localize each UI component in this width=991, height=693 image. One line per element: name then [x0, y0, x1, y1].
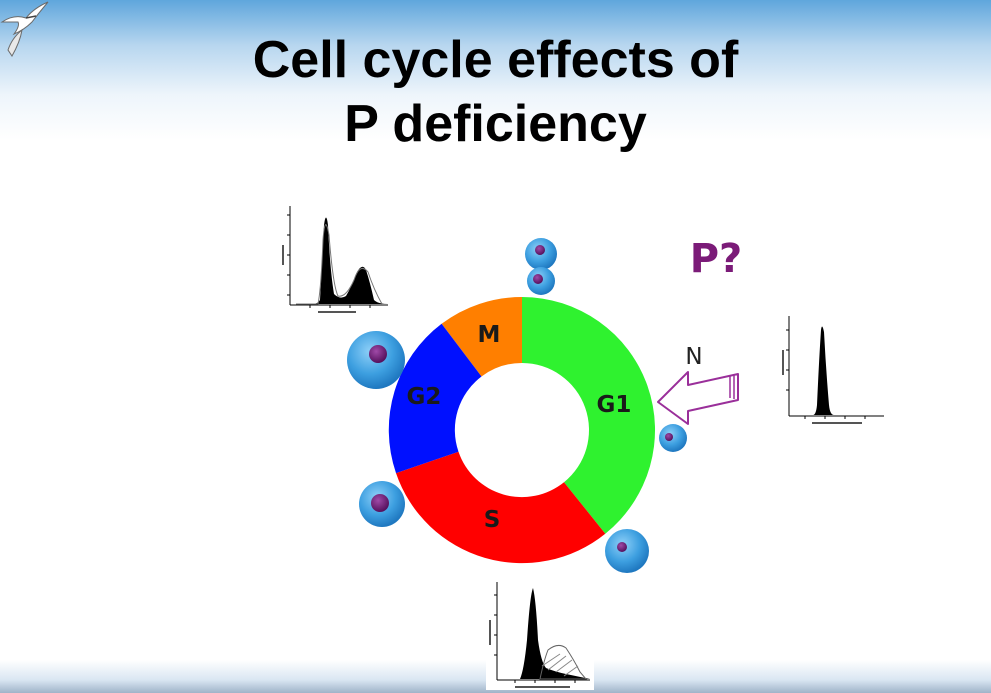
- phase-segment-s: [396, 451, 606, 564]
- title-line-1: Cell cycle effects of: [252, 31, 739, 89]
- phase-label-s: S: [484, 507, 501, 533]
- cell-cycle-ring: [388, 296, 656, 564]
- phase-label-g2: G2: [407, 384, 442, 410]
- cell-icon: [527, 267, 555, 295]
- flow-histogram-g1g2: [282, 203, 392, 315]
- seagull-logo-icon: [0, 1, 49, 57]
- flow-histogram-g1: [780, 312, 888, 430]
- cell-icon: [525, 238, 557, 270]
- phase-segment-g2: [388, 323, 482, 474]
- hollow-arrow-icon: [657, 371, 739, 425]
- cell-icon: [605, 529, 649, 573]
- phase-segment-g1: [522, 296, 656, 534]
- cell-icon: [659, 424, 687, 452]
- phase-label-m: M: [478, 322, 501, 348]
- flow-histogram-s-phase: [486, 578, 594, 690]
- slide-title: Cell cycle effects of P deficiency: [0, 28, 991, 156]
- cell-icon: [359, 481, 405, 527]
- question-label: P?: [690, 236, 743, 282]
- arrow-label: N: [685, 344, 702, 370]
- phase-label-g1: G1: [597, 392, 632, 418]
- phase-segment-m: [441, 296, 522, 377]
- cell-icon: [347, 331, 405, 389]
- title-line-2: P deficiency: [344, 95, 647, 153]
